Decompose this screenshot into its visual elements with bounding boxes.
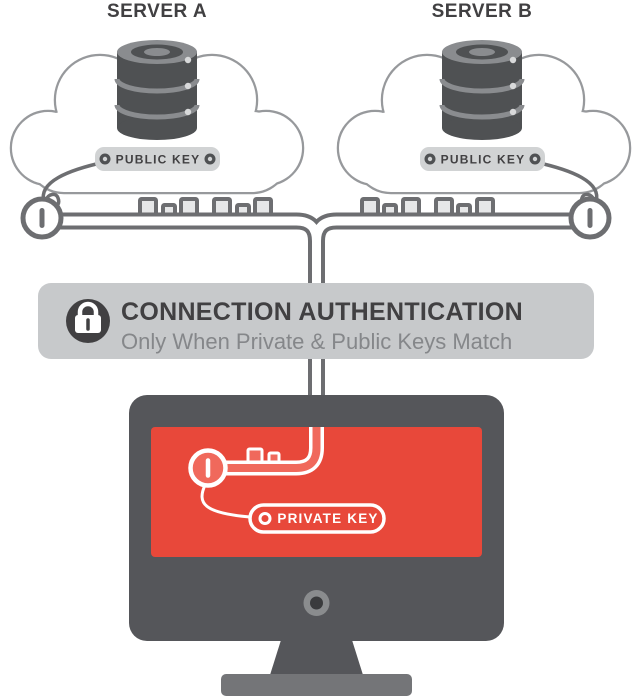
key-a-head-icon xyxy=(20,196,64,240)
private-key-badge: PRIVATE KEY xyxy=(248,503,386,534)
public-key-label-a: PUBLIC KEY xyxy=(116,153,201,167)
connection-banner: CONNECTION AUTHENTICATION Only When Priv… xyxy=(38,283,594,359)
server-b-title: SERVER B xyxy=(432,1,533,22)
monitor-screen xyxy=(151,427,482,557)
monitor: PRIVATE KEY xyxy=(129,395,504,696)
server-a-cluster: SERVER A xyxy=(9,1,305,210)
database-icon xyxy=(114,40,200,140)
key-teeth xyxy=(138,197,495,217)
key-tube-junction xyxy=(20,196,612,440)
public-key-label-b: PUBLIC KEY xyxy=(441,153,526,167)
public-key-badge-a: PUBLIC KEY xyxy=(95,147,220,171)
monitor-stand-base xyxy=(221,674,412,696)
private-key-icon xyxy=(188,427,324,519)
public-key-badge-b: PUBLIC KEY xyxy=(420,147,545,171)
banner-title: CONNECTION AUTHENTICATION xyxy=(121,298,523,326)
server-a-title: SERVER A xyxy=(107,1,207,22)
server-b-cluster: SERVER B xyxy=(336,1,632,210)
database-icon xyxy=(439,40,525,140)
key-b-head-icon xyxy=(568,196,612,240)
banner-subtitle: Only When Private & Public Keys Match xyxy=(121,329,512,354)
key-tooth xyxy=(246,447,264,464)
lock-icon xyxy=(66,299,110,343)
power-button-icon xyxy=(303,590,330,616)
private-key-label: PRIVATE KEY xyxy=(277,511,378,526)
private-key-cord xyxy=(200,483,252,519)
monitor-stand-neck xyxy=(270,640,363,675)
